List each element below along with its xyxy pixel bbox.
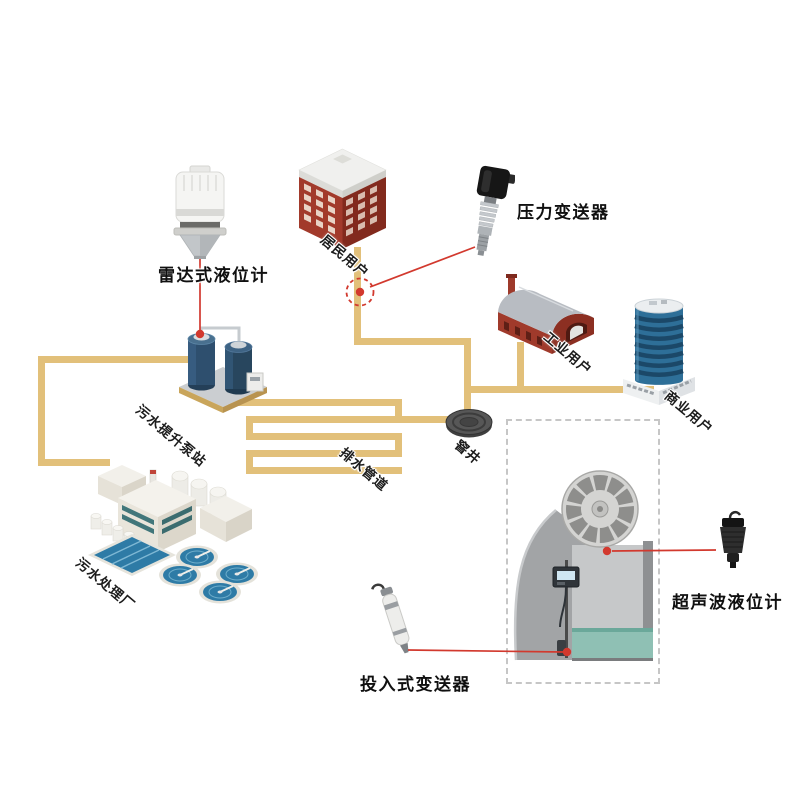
label-pressure-transmitter: 压力变送器 <box>517 203 610 223</box>
manhole-cover <box>561 470 639 548</box>
well-water <box>572 628 653 660</box>
well-cross-section <box>513 470 653 661</box>
label-drain-pipe: 排水管道 <box>336 445 391 495</box>
residential-building <box>298 148 387 249</box>
ultrasonic-sensor-icon <box>720 510 746 568</box>
pressure-transmitter-icon <box>476 165 515 256</box>
radar-level-meter-icon <box>173 165 227 259</box>
submersible-sensor-icon <box>371 583 410 654</box>
tank-left <box>187 333 216 391</box>
manhole-icon <box>445 409 493 438</box>
sedimentation-basin <box>88 534 176 576</box>
plant-second-building <box>200 496 252 542</box>
sensor-cable <box>559 586 567 628</box>
plant-main-building <box>118 480 196 552</box>
measurement-point-ring <box>345 277 375 307</box>
measurement-point-marker <box>355 287 365 297</box>
submerged-probe <box>557 640 566 656</box>
instrument-pole <box>565 560 568 658</box>
level-transmitter-box <box>552 566 580 588</box>
control-cabinet <box>246 372 264 392</box>
well-right-wall <box>643 541 653 660</box>
pipe-segment <box>354 247 471 412</box>
treatment-plant-illustration <box>88 465 258 604</box>
label-ultrasonic-level-meter: 超声波液位计 <box>672 593 783 613</box>
label-submersible-transmitter: 投入式变送器 <box>360 675 471 695</box>
clarifiers <box>159 545 258 604</box>
pump-station-illustration <box>179 326 267 413</box>
label-radar-level-meter: 雷达式液位计 <box>158 266 269 286</box>
pipe-segment <box>38 356 188 466</box>
industrial-building <box>498 274 594 354</box>
commercial-building <box>623 298 695 405</box>
